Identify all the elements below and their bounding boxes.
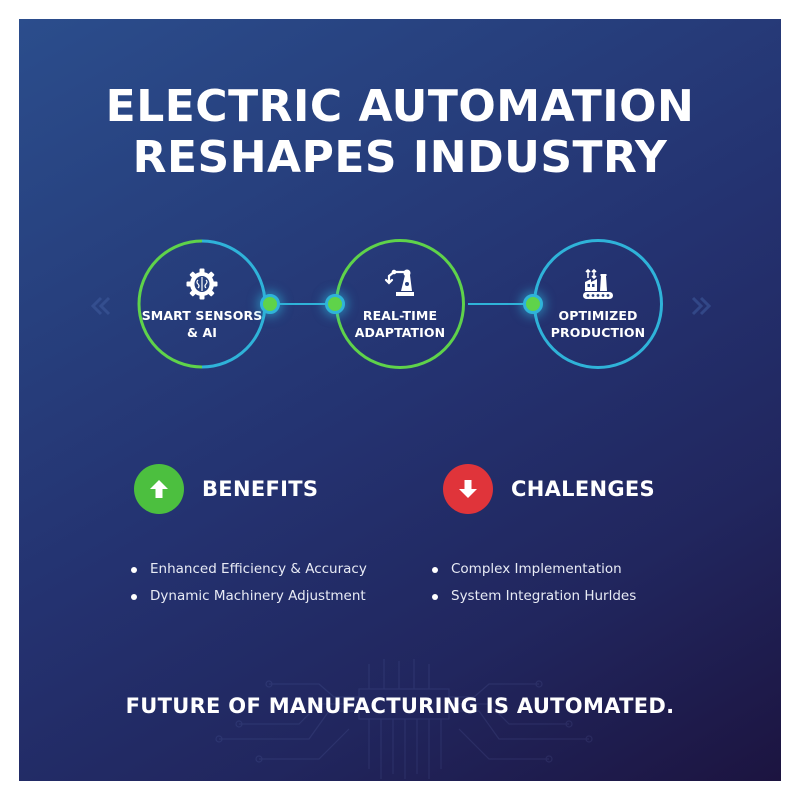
- step-label-line2: & AI: [187, 325, 217, 340]
- step-label-line1: OPTIMIZED: [558, 308, 638, 323]
- benefits-list: Enhanced Efficiency & Accuracy Dynamic M…: [131, 556, 367, 610]
- connector-node-3: [523, 294, 543, 314]
- robotic-arm-icon: [384, 269, 414, 296]
- double-chevron-right-icon[interactable]: [686, 291, 716, 321]
- step-label: SMART SENSORS & AI: [142, 307, 263, 341]
- step-label-line1: SMART SENSORS: [141, 308, 263, 323]
- challenges-badge: [443, 464, 493, 514]
- benefits-badge: [134, 464, 184, 514]
- list-item: Enhanced Efficiency & Accuracy: [131, 556, 367, 583]
- list-item: System Integration Hurldes: [432, 583, 636, 610]
- step-label: REAL-TIME ADAPTATION: [355, 307, 445, 341]
- step-label-line2: ADAPTATION: [354, 325, 446, 340]
- challenges-header: CHALENGES: [443, 464, 655, 514]
- challenges-list: Complex Implementation System Integratio…: [432, 556, 636, 610]
- title-line-2: RESHAPES INDUSTRY: [132, 132, 668, 183]
- step-label-line2: PRODUCTION: [550, 325, 646, 340]
- connector-node-2: [325, 294, 345, 314]
- infographic-panel: ELECTRIC AUTOMATION RESHAPES INDUSTRY: [19, 19, 781, 781]
- arrow-up-icon: [150, 480, 168, 498]
- challenges-title: CHALENGES: [511, 477, 655, 501]
- step-smart-sensors: SMART SENSORS & AI: [137, 239, 267, 369]
- benefits-header: BENEFITS: [134, 464, 318, 514]
- footer-tagline: FUTURE OF MANUFACTURING IS AUTOMATED.: [125, 694, 675, 718]
- arrow-down-icon: [459, 480, 477, 498]
- step-label: OPTIMIZED PRODUCTION: [551, 307, 645, 341]
- step-optimized-production: OPTIMIZED PRODUCTION: [533, 239, 663, 369]
- list-item: Complex Implementation: [432, 556, 636, 583]
- circuit-pattern-decoration: [215, 659, 593, 779]
- connector-line-1: [270, 303, 335, 305]
- connector-node-1: [260, 294, 280, 314]
- title-line-1: ELECTRIC AUTOMATION: [105, 81, 695, 132]
- factory-conveyor-icon: [583, 268, 613, 299]
- list-item: Dynamic Machinery Adjustment: [131, 583, 367, 610]
- step-real-time-adaptation: REAL-TIME ADAPTATION: [335, 239, 465, 369]
- step-label-line1: REAL-TIME: [362, 308, 438, 323]
- gear-brain-icon: [186, 268, 218, 300]
- connector-line-2: [468, 303, 533, 305]
- benefits-title: BENEFITS: [202, 477, 319, 501]
- double-chevron-left-icon[interactable]: [86, 291, 116, 321]
